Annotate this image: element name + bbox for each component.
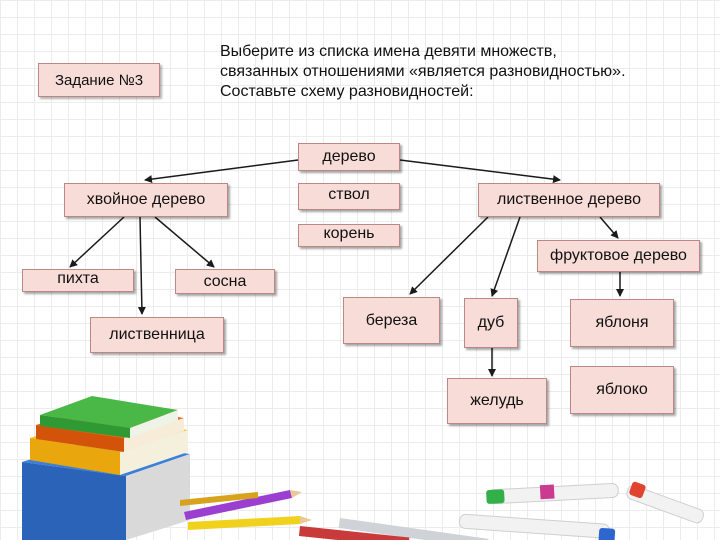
pencils-icon (180, 490, 489, 540)
books-icon (22, 396, 190, 540)
markers-icon (459, 481, 705, 540)
